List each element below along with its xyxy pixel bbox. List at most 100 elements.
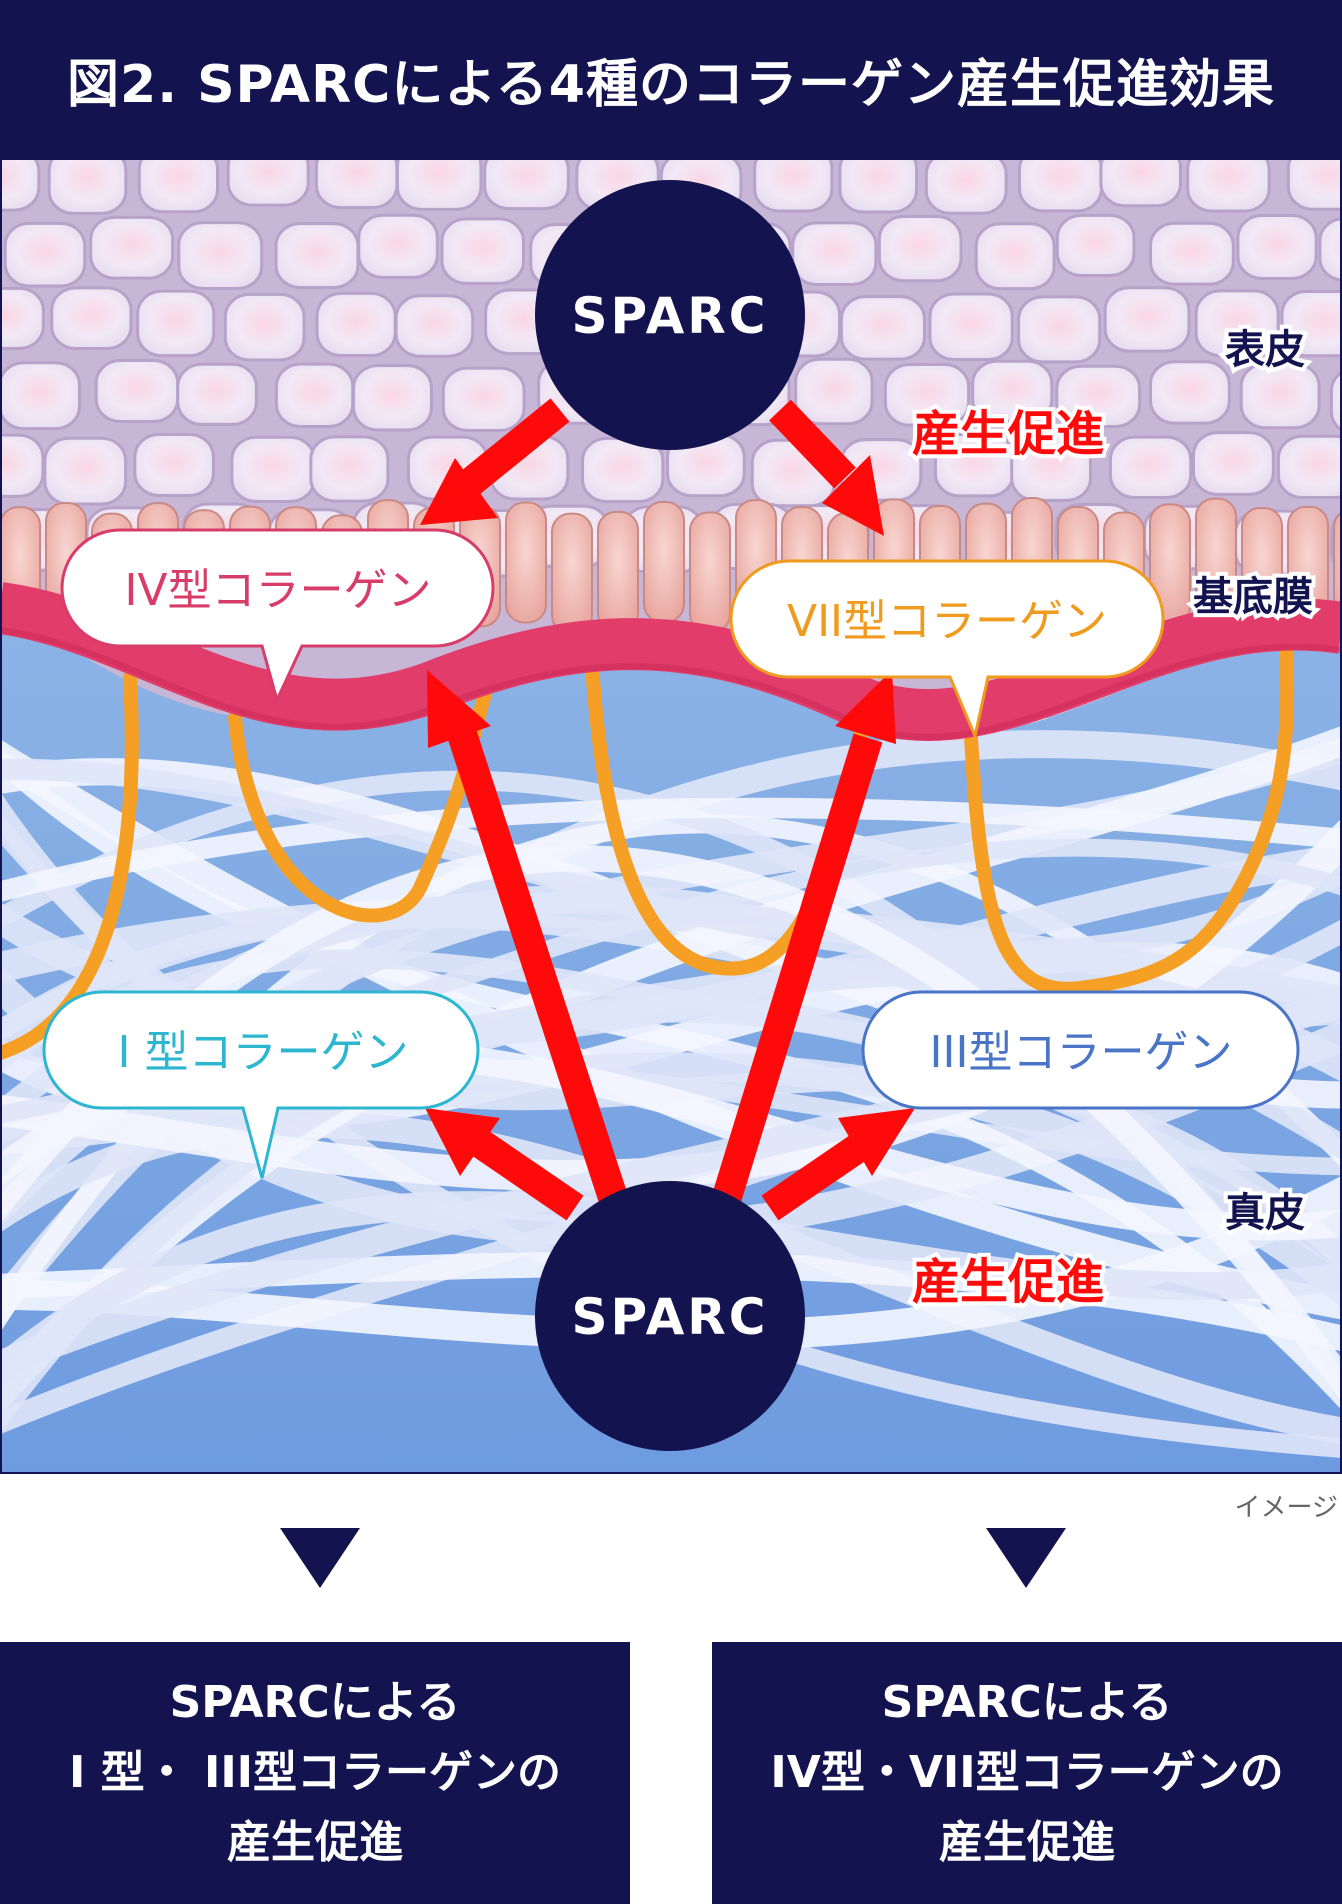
arrowhead-up-right: [835, 670, 896, 744]
epidermis-cell: [1280, 289, 1342, 358]
epidermis-cell: [274, 222, 360, 289]
epidermis-cell: [394, 294, 475, 358]
epidermis-cell: [43, 436, 128, 506]
epidermis-cell: [1017, 158, 1104, 213]
epidermis-cell: [1149, 360, 1231, 425]
epidermis-cell: [838, 158, 919, 214]
arrowhead-top-left: [420, 458, 498, 525]
sparc-label-top: SPARC: [572, 287, 769, 345]
image-note: イメージ: [1234, 1493, 1338, 1523]
epidermis-cell: [309, 435, 390, 503]
result-box-left: SPARCによる I 型・ III型コラーゲンの 産生促進: [0, 1642, 630, 1904]
bubble-collagen-i: I 型コラーゲン: [42, 990, 480, 1179]
epidermis-cell: [314, 158, 399, 209]
epidermis-cell: [315, 291, 397, 358]
result-left-line1: SPARCによる: [169, 1677, 461, 1728]
epidermis-cell: [357, 213, 439, 279]
epidermis-cell: [47, 158, 128, 215]
collagen-fiber: [0, 797, 1342, 903]
bubble-label-collagen-i: I 型コラーゲン: [118, 1027, 409, 1078]
epidermis-cell: [883, 363, 971, 427]
epidermis-cell: [1239, 362, 1321, 430]
sparc-label-bottom: SPARC: [572, 1288, 769, 1346]
epidermis-cell: [440, 217, 525, 285]
epidermis-cell: [441, 366, 526, 432]
epidermis-cell: [974, 222, 1056, 291]
epidermis-cell: [230, 435, 316, 503]
epidermis-cell: [89, 215, 175, 280]
arrow-group: [445, 398, 883, 1221]
bubble-label-collagen-iv: IV型コラーゲン: [124, 565, 431, 616]
collagen-fiber: [0, 758, 1342, 963]
epidermis-cell: [395, 158, 483, 211]
epidermis-cell: [1099, 158, 1182, 208]
epidermis-cell: [94, 359, 180, 424]
effect-label-bottom: 産生促進: [912, 1254, 1104, 1310]
layer-label-dermis: 真皮: [1225, 1190, 1305, 1236]
effect-label-top: 産生促進: [912, 406, 1104, 462]
collagen-fiber: [0, 745, 1342, 1411]
basal-cell: [643, 501, 685, 624]
epidermis-cell: [1103, 286, 1191, 353]
epidermis-cell: [3, 221, 87, 288]
epidermis-cell: [1276, 434, 1342, 500]
arrow-up-left-shaft: [445, 723, 633, 1218]
arrow-low-right-shaft: [761, 1130, 874, 1221]
arrow-up-right-shaft: [707, 733, 883, 1218]
epidermis-cell: [1055, 213, 1136, 278]
epidermis-cell: [1010, 433, 1092, 502]
epidermis-cell: [50, 286, 133, 351]
skin-diagram-svg: SPARC SPARC 産生促進 産生促進 表皮 基底膜 真皮 IV型コラーゲン…: [0, 158, 1342, 1474]
epidermis-cell: [1318, 217, 1342, 282]
epidermis-cell: [352, 364, 433, 432]
result-box-right: SPARCによる IV型・VII型コラーゲンの 産生促進: [712, 1642, 1342, 1904]
epidermis-cell: [794, 357, 874, 426]
result-right-line2: IV型・VII型コラーゲンの: [770, 1747, 1284, 1798]
title-bar: 図2. SPARCによる4種のコラーゲン産生促進効果: [0, 0, 1342, 158]
epidermis-cell: [1286, 158, 1342, 211]
arrowhead-low-left: [425, 1108, 500, 1176]
result-left-line2: I 型・ III型コラーゲンの: [68, 1747, 562, 1798]
basal-cell: [689, 511, 731, 634]
epidermis-cell: [223, 292, 306, 362]
basal-cell: [505, 501, 547, 624]
epidermis-cell: [0, 286, 45, 350]
arrow-low-left-shaft: [471, 1130, 584, 1221]
page-title: 図2. SPARCによる4種のコラーゲン産生促進効果: [67, 54, 1275, 115]
epidermis-cell: [0, 158, 41, 212]
epidermis-cell: [0, 361, 81, 431]
arrowhead-low-right: [838, 1108, 915, 1176]
arrowheads: [420, 455, 915, 1176]
epidermis-cell: [1236, 214, 1318, 280]
result-right-line3: 産生促進: [939, 1817, 1115, 1868]
epidermis-cell: [136, 289, 216, 358]
epidermis-cell: [176, 362, 258, 426]
epidermis-cell: [133, 433, 215, 497]
epidermis-cell: [137, 158, 220, 214]
epidermis-cell: [971, 359, 1054, 423]
bubble-collagen-vii: VII型コラーゲン: [729, 559, 1165, 741]
epidermis-cell: [1055, 364, 1142, 428]
arrow-top-right-shaft: [769, 399, 856, 489]
epidermis-cell: [483, 158, 570, 211]
epidermis-cell: [177, 221, 264, 290]
epidermis-cell: [1194, 289, 1280, 358]
epidermis-cell: [1108, 435, 1193, 499]
epidermis-cell: [274, 362, 355, 428]
sparc-circle-top: [535, 180, 805, 450]
epidermis-cell: [877, 215, 963, 283]
arrowhead-top-right: [822, 455, 884, 536]
bubble-label-collagen-vii: VII型コラーゲン: [787, 596, 1107, 647]
epidermis-cell: [0, 433, 45, 498]
skin-diagram: SPARC SPARC 産生促進 産生促進 表皮 基底膜 真皮 IV型コラーゲン…: [0, 158, 1342, 1474]
epidermis-cell: [924, 158, 1008, 215]
epidermis-cell: [1329, 370, 1342, 433]
epidermis-cell: [791, 221, 878, 287]
down-arrow-right: [986, 1528, 1066, 1588]
arrowhead-up-left: [427, 670, 491, 748]
layer-label-epidermis: 表皮: [1225, 327, 1305, 373]
bubble-collagen-iv: IV型コラーゲン: [60, 528, 495, 705]
down-arrow-left: [280, 1528, 360, 1588]
bubble-label-collagen-iii: III型コラーゲン: [930, 1027, 1233, 1078]
result-right-line1: SPARCによる: [881, 1677, 1173, 1728]
